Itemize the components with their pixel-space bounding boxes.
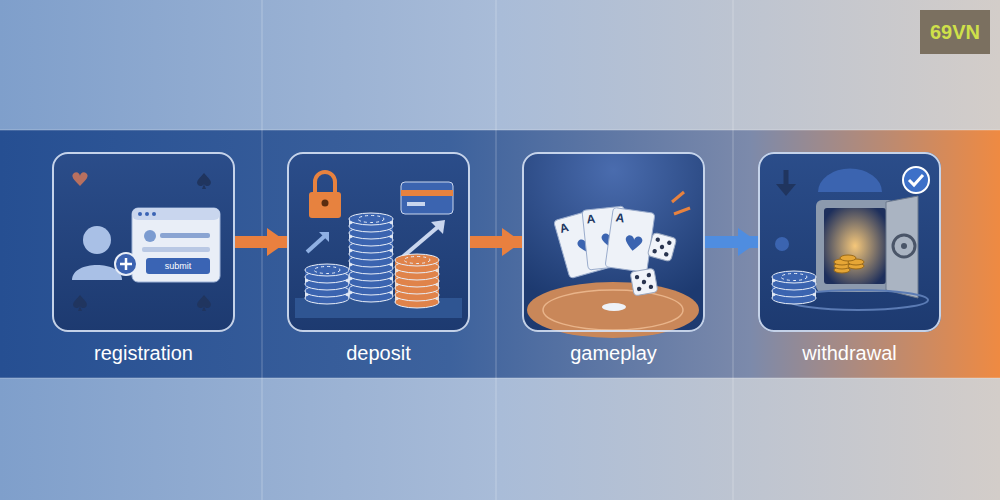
step-label: registration xyxy=(94,342,193,365)
step-tile: deposit xyxy=(287,152,470,332)
flow-arrow xyxy=(705,236,758,248)
step-label: gameplay xyxy=(570,342,657,365)
flow-arrow xyxy=(470,236,522,248)
step-tile: withdrawal xyxy=(758,152,941,332)
card-rank: A xyxy=(582,211,600,229)
flow-arrow xyxy=(235,236,287,248)
step-tile: gameplay xyxy=(522,152,705,332)
card-rank: A xyxy=(611,209,629,227)
step-tile: registration xyxy=(52,152,235,332)
logo-watermark: 69VN xyxy=(920,10,990,54)
button-text: submit xyxy=(146,258,210,274)
step-label: deposit xyxy=(346,342,411,365)
step-label: withdrawal xyxy=(802,342,896,365)
